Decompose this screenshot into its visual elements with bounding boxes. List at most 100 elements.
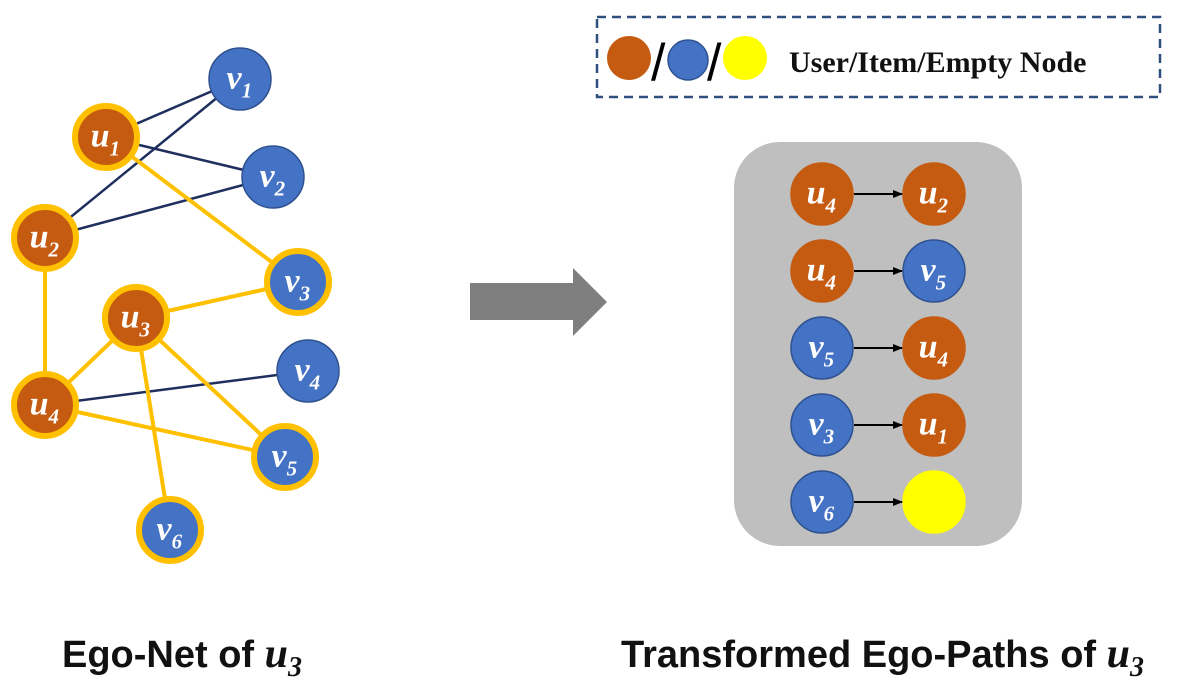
legend-item-swatch [667,39,709,81]
ego-path-1-to-label: u2 [919,175,949,218]
ego-path-3-to-node [902,316,966,380]
ego-path-4-to-label-sub: 1 [938,425,949,449]
ego-path-2-to-label-sub: 5 [936,271,947,295]
transform-arrow [470,268,607,336]
ego-path-5-to-node [902,470,966,534]
ego-net-caption-var: u [265,631,288,677]
node-v5-label-sub: 5 [287,457,298,481]
node-v6-label-sub: 6 [172,530,183,554]
ego-path-3-from-label: v5 [809,329,835,372]
ego-path-2-from-label-var: u [807,252,826,289]
node-u4-label-sub: 4 [48,405,60,429]
node-v4-label-sub: 4 [309,371,321,395]
ego-path-1-from-node [790,162,854,226]
node-v2-label-var: v [260,158,276,195]
node-v1-label-sub: 1 [242,79,253,103]
node-v3-label-var: v [285,263,301,300]
edge-u1-v3 [104,135,300,284]
node-v2-label: v2 [260,158,286,201]
ego-path-2-from-label-sub: 4 [825,271,837,295]
node-v5-label: v5 [272,438,298,481]
ego-path-3-to-label: u4 [919,329,948,372]
ego-net-caption-sub: 3 [287,652,302,683]
node-u2-label-var: u [30,219,49,256]
node-u1-circle [72,103,140,171]
legend-separator-2: / [707,34,722,92]
node-v6: v6 [136,496,204,564]
node-u3: u3 [102,284,170,352]
node-v1-label: v1 [227,60,253,103]
node-u3-circle [102,284,170,352]
edge-u4-v5 [44,403,286,459]
node-v6-label: v6 [157,511,183,554]
ego-path-2-from-node [790,239,854,303]
ego-net-caption: Ego-Net of u3 [62,631,302,683]
node-u2-label: u2 [30,219,60,262]
node-v4: v4 [276,339,340,403]
ego-paths-caption: Transformed Ego-Paths of u3 [621,631,1144,683]
node-v1-label-var: v [227,60,243,97]
node-u4: u4 [11,371,79,439]
edge-u2-v1 [44,78,241,239]
node-u1-label-sub: 1 [110,137,121,161]
node-v3-circle [264,248,332,316]
ego-path-5-from-label-var: v [809,483,825,520]
ego-path-4-to-label-var: u [919,406,938,443]
node-u2-label-sub: 2 [48,238,60,262]
ego-path-1-from-label-sub: 4 [825,194,837,218]
node-v5-label-var: v [272,438,288,475]
node-v1: v1 [208,47,272,111]
ego-path-1-from-label: u4 [807,175,836,218]
node-v6-label-var: v [157,511,173,548]
edge-u3-v6 [134,317,172,531]
ego-path-2-to-label: v5 [921,252,947,295]
ego-path-4-from-node [790,393,854,457]
edge-u2-v2 [44,175,274,240]
ego-path-3-to-label-sub: 4 [937,348,949,372]
ego-net-caption-prefix: Ego-Net of [62,634,265,676]
node-u1-label: u1 [91,118,120,161]
ego-paths-panel [734,142,1022,546]
ego-path-4-from-label-var: v [809,406,825,443]
node-v3-label: v3 [285,263,311,306]
node-u4-label: u4 [30,386,59,429]
ego-path-3: v5 u4 [790,316,966,380]
node-u4-label-var: u [30,386,49,423]
legend-separator-1: / [651,34,666,92]
ego-path-5: v6 [790,470,966,534]
ego-paths-caption-sub: 3 [1129,652,1144,683]
legend-text: User/Item/Empty Node [789,46,1086,79]
node-u4-circle [11,371,79,439]
node-v4-label-var: v [295,352,311,389]
ego-path-4: v3 u1 [790,393,966,457]
ego-path-2: u4 v5 [790,239,966,303]
node-v2-circle [241,145,305,209]
node-v6-circle [136,496,204,564]
ego-paths-caption-var: u [1107,631,1130,677]
legend-empty-swatch [723,36,767,80]
ego-path-4-to-label: u1 [919,406,948,449]
edge-u4-v4 [44,369,309,407]
node-u3-label: u3 [121,299,150,342]
ego-paths-caption-prefix: Transformed Ego-Paths of [621,634,1107,676]
node-v3-label-sub: 3 [299,282,311,306]
ego-path-2-to-label-var: v [921,252,937,289]
node-v5-circle [251,423,319,491]
node-v4-circle [276,339,340,403]
ego-path-4-from-label-sub: 3 [823,425,835,449]
node-u1: u1 [72,103,140,171]
node-v2: v2 [241,145,305,209]
ego-path-5-from-label-sub: 6 [824,502,835,526]
node-u2-circle [11,204,79,272]
ego-path-4-to-node [902,393,966,457]
ego-path-1-to-label-sub: 2 [937,194,949,218]
ego-path-3-to-label-var: u [919,329,938,366]
node-v1-circle [208,47,272,111]
node-u3-label-var: u [121,299,140,336]
node-u1-label-var: u [91,118,110,155]
ego-path-5-from-node [790,470,854,534]
ego-path-4-from-label: v3 [809,406,835,449]
